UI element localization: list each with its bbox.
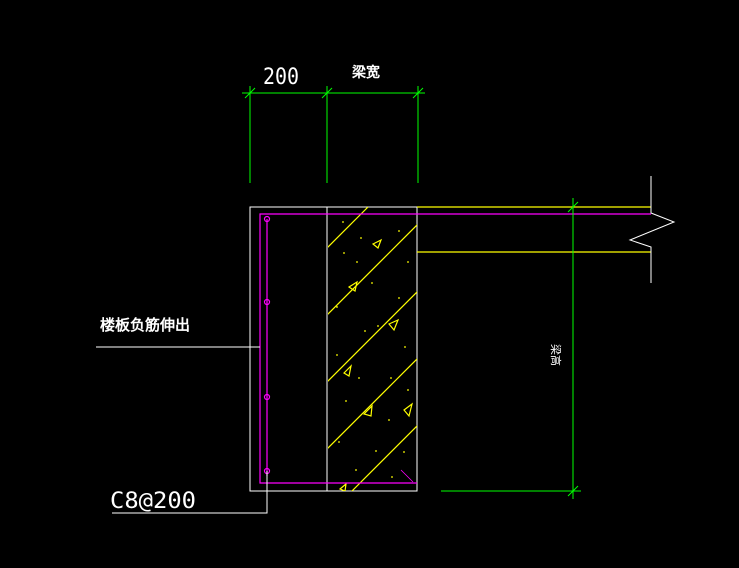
dimension-beam-height-label: 梁高 <box>549 344 563 366</box>
beam-height-dimension <box>441 198 581 499</box>
top-dimension <box>242 86 425 183</box>
concrete-hatch <box>328 207 417 491</box>
slab-rebar-label: 楼板负筋伸出 <box>100 316 190 334</box>
rebar-spec-label: C8@200 <box>110 489 196 514</box>
rebar <box>259 213 651 484</box>
slab <box>417 206 651 253</box>
break-line <box>628 176 676 283</box>
dimension-beam-width-label: 梁宽 <box>351 64 380 81</box>
rebar-spec-leader <box>112 471 268 514</box>
beam-outline <box>249 206 418 492</box>
dimension-200-label: 200 <box>263 65 299 90</box>
